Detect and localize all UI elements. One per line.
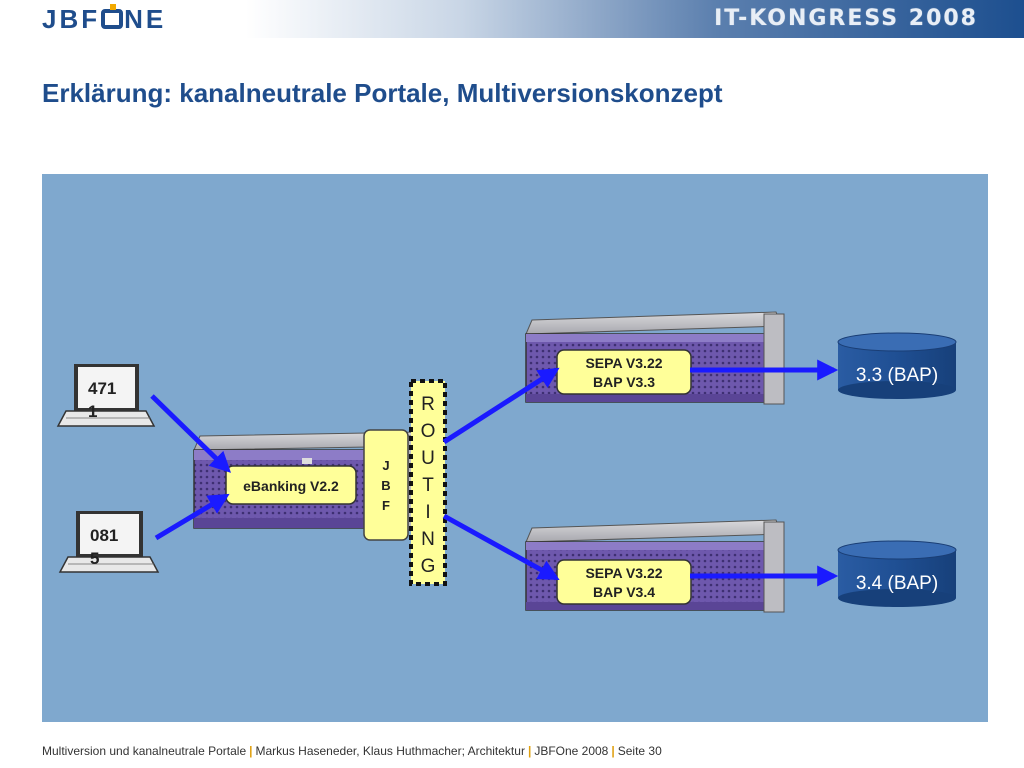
database-1: 3.3 (BAP): [837, 332, 957, 399]
connection-arrows: [150, 359, 839, 587]
footer-separator: |: [249, 744, 253, 758]
footer-separator: |: [527, 744, 532, 758]
client-id-text: 471: [88, 379, 116, 398]
footer-authors: Markus Haseneder, Klaus Huthmacher; Arch…: [255, 744, 525, 758]
database-2: 3.4 (BAP): [837, 540, 957, 607]
arrow-routing-to-server1: [442, 367, 560, 445]
routing-letter: I: [425, 502, 430, 523]
architecture-diagram: 471 1 081 5 eBanking V2.2 J B F R O U T: [56, 311, 957, 613]
routing-letter: G: [421, 556, 436, 577]
backend-label-box-2: SEPA V3.22 BAP V3.4: [556, 559, 692, 605]
event-name: IT-KONGRESS 2008: [714, 6, 978, 31]
logo-o-mark: [101, 4, 124, 29]
jbf-letter: F: [382, 498, 390, 513]
routing-letter: R: [421, 394, 435, 415]
routing-letter: N: [421, 529, 435, 550]
client-id-text: 5: [90, 549, 99, 568]
database-label: 3.4 (BAP): [856, 573, 938, 594]
database-label: 3.3 (BAP): [856, 365, 938, 386]
backend-label-line: BAP V3.4: [593, 584, 655, 600]
backend-label-box-1: SEPA V3.22 BAP V3.3: [556, 349, 692, 395]
footer-page: Seite 30: [617, 744, 662, 758]
routing-letter: U: [421, 448, 435, 469]
arrow-client2-to-portal: [154, 493, 230, 541]
ebanking-label: eBanking V2.2: [243, 478, 339, 494]
jbf-label-box: J B F: [363, 429, 409, 541]
jbf-letter: J: [382, 458, 389, 473]
slide-title: Erklärung: kanalneutrale Portale, Multiv…: [42, 78, 723, 108]
diagram-canvas: 471 1 081 5 eBanking V2.2 J B F R O U T: [42, 174, 988, 722]
routing-letter: T: [422, 475, 434, 496]
client-laptop-1: 471 1: [56, 364, 156, 427]
jbf-letter: B: [381, 478, 390, 493]
client-id-text: 081: [90, 526, 118, 545]
footer-talk: Multiversion und kanalneutrale Portale: [42, 744, 247, 758]
backend-label-line: SEPA V3.22: [585, 565, 662, 581]
routing-box: R O U T I N G: [409, 379, 447, 586]
backend-label-line: BAP V3.3: [593, 374, 655, 390]
arrow-client1-to-portal: [150, 394, 232, 473]
client-laptop-2: 081 5: [58, 511, 160, 573]
footer-event: JBFOne 2008: [534, 744, 609, 758]
client-id-text: 1: [88, 402, 97, 421]
ebanking-label-box: eBanking V2.2: [225, 465, 357, 505]
footer: Multiversion und kanalneutrale Portale|M…: [42, 744, 662, 758]
routing-letter: O: [421, 421, 436, 442]
arrow-routing-to-server2: [442, 513, 560, 581]
footer-separator: |: [611, 744, 615, 758]
backend-label-line: SEPA V3.22: [585, 355, 662, 371]
